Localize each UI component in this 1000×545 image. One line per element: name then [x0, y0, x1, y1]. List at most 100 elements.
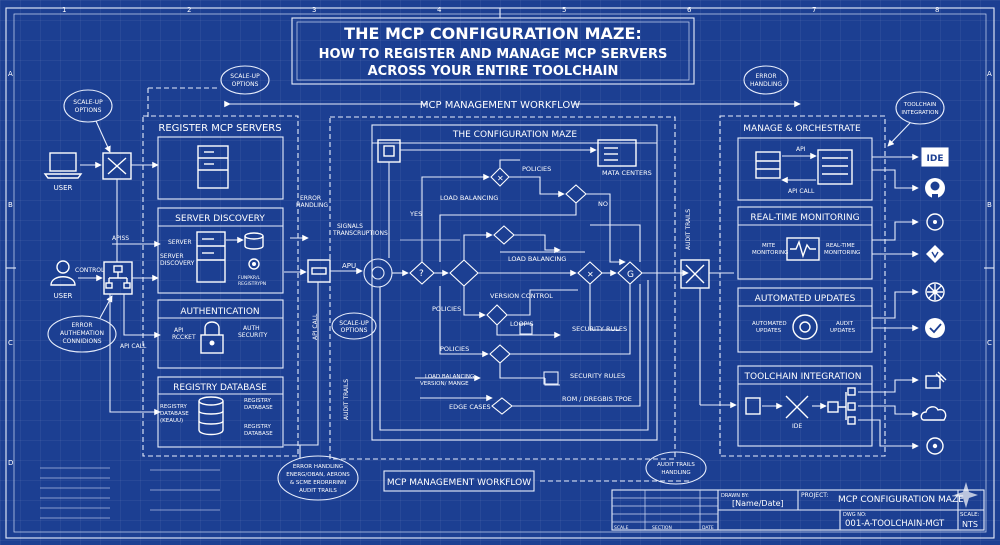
col-label: 7 [812, 6, 816, 14]
register-title: REGISTER MCP SERVERS [158, 123, 281, 134]
svg-text:UPDATES: UPDATES [756, 328, 782, 334]
svg-text:SCALE-UP: SCALE-UP [230, 73, 260, 80]
apu-label: APU [342, 262, 356, 270]
svg-text:YES: YES [409, 210, 422, 218]
workflow-label-bottom: MCP MANAGEMENT WORKFLOW [387, 478, 531, 488]
router-icon [307, 259, 331, 283]
svg-text:AUDIT: AUDIT [836, 321, 854, 327]
svg-text:?: ? [419, 269, 424, 279]
gear-icon [363, 258, 393, 288]
svg-text:TRANSCRUPTIONS: TRANSCRUPTIONS [332, 230, 388, 237]
svg-text:SECURITY RULES: SECURITY RULES [572, 325, 627, 333]
svg-text:DATABASE: DATABASE [244, 405, 273, 411]
svg-text:SECURITY: SECURITY [238, 332, 268, 339]
svg-text:SCALE-UP: SCALE-UP [339, 320, 369, 327]
title-block: SCALE SECTION DATE DRAWN BY: [Name/Date]… [611, 489, 985, 531]
svg-text:FUNPKR/L: FUNPKR/L [238, 275, 261, 281]
ide-icon: IDE [921, 147, 949, 167]
svg-text:IDE: IDE [792, 423, 802, 430]
svg-text:DATE: DATE [702, 525, 714, 531]
svg-text:ROM / DREGBIS TPOE: ROM / DREGBIS TPOE [562, 395, 632, 403]
decision-nodes [409, 167, 643, 415]
gear-icon [792, 314, 818, 340]
manage-title: MANAGE & ORCHESTRATE [743, 124, 861, 134]
discovery-title: SERVER DISCOVERY [175, 214, 265, 224]
svg-text:MITE: MITE [762, 243, 776, 249]
svg-text:SECURITY RULES: SECURITY RULES [570, 372, 625, 380]
svg-text:RCCKET: RCCKET [172, 334, 196, 341]
waveform-icon [786, 237, 820, 261]
svg-text:AUTHEMATION: AUTHEMATION [60, 330, 104, 337]
svg-text:API: API [174, 327, 184, 334]
updates-title: AUTOMATED UPDATES [755, 294, 856, 304]
audit-trails-bubble [645, 451, 707, 485]
tool-connectors [858, 153, 919, 450]
maze-title: THE CONFIGURATION MAZE [452, 130, 578, 140]
title-line-2: HOW TO REGISTER AND MANAGE MCP SERVERS [319, 47, 668, 62]
svg-text:REGISTRYPN: REGISTRYPN [238, 281, 266, 287]
svg-text:OPTIONS: OPTIONS [232, 81, 259, 88]
col-label: 3 [312, 6, 316, 14]
user-label-2: USER [54, 292, 73, 300]
col-label: 2 [187, 6, 191, 14]
list-panel-icon [817, 149, 853, 185]
svg-text:SIGNALS: SIGNALS [337, 223, 363, 230]
grid-row-labels: A B C D A B C [8, 70, 992, 467]
monitoring-title: REAL-TIME MONITORING [750, 213, 859, 223]
svg-text:MONITORING: MONITORING [824, 250, 860, 256]
sparkle-icon [954, 482, 978, 508]
tools-icon [102, 152, 132, 180]
svg-text:CONNIDIONS: CONNIDIONS [62, 338, 101, 345]
row-label: C [8, 339, 13, 347]
error-bubble-left [47, 315, 117, 353]
svg-text:MATA CENTERS: MATA CENTERS [602, 169, 652, 177]
gear-icon [248, 258, 260, 270]
svg-text:SERVER: SERVER [160, 253, 184, 260]
server-icon [755, 151, 781, 179]
project-value: MCP CONFIGURATION MAZE [838, 495, 964, 505]
svg-text:IDE: IDE [927, 154, 944, 164]
svg-text:✕: ✕ [497, 174, 504, 183]
api-call-vertical: API CALL [312, 313, 319, 340]
svg-text:LOAD BALANCING: LOAD BALANCING [508, 255, 566, 263]
svg-text:POLICIES: POLICIES [432, 305, 461, 313]
svg-text:OPTIONS: OPTIONS [75, 107, 102, 114]
svg-text:OPTIONS: OPTIONS [341, 327, 368, 334]
svg-text:AUDIT TRAILS: AUDIT TRAILS [685, 209, 692, 250]
user-label-1: USER [54, 184, 73, 192]
svg-text:INTEGRATION: INTEGRATION [901, 110, 938, 116]
workflow-banner-top: MCP MANAGEMENT WORKFLOW [224, 100, 801, 111]
svg-text:AUTH: AUTH [243, 325, 260, 332]
svg-text:SCALE-UP: SCALE-UP [73, 99, 103, 106]
error-handling-bottom-bubble [277, 455, 359, 501]
svg-text:ERROR: ERROR [755, 73, 776, 80]
row-label: C [987, 339, 992, 347]
svg-text:API CALL: API CALL [788, 188, 815, 195]
workflow-banner-bottom: MCP MANAGEMENT WORKFLOW [383, 470, 690, 492]
hierarchy-icon [103, 261, 133, 295]
col-label: 1 [62, 6, 66, 14]
svg-text:ERROR: ERROR [71, 322, 92, 329]
api-call-left: API CALL [120, 343, 147, 350]
svg-text:LOAD BALANCING: LOAD BALANCING [425, 374, 474, 380]
tools-icon [785, 395, 809, 419]
svg-text:REGISTRY: REGISTRY [244, 424, 272, 430]
svg-text:AUTOMATED: AUTOMATED [752, 321, 787, 327]
database-icon [198, 396, 224, 436]
ci-icon [925, 318, 945, 338]
svg-text:DATABASE: DATABASE [160, 411, 189, 417]
svg-text:POLICIES: POLICIES [522, 165, 551, 173]
svg-text:TOOLCHAIN: TOOLCHAIN [903, 102, 937, 108]
auth-title: AUTHENTICATION [180, 307, 259, 317]
kubernetes-icon [926, 437, 944, 455]
svg-text:SERVER: SERVER [168, 239, 192, 246]
scale-value: NTS [962, 520, 978, 529]
svg-text:VERSION CONTROL: VERSION CONTROL [490, 292, 553, 300]
col-label: 6 [687, 6, 692, 14]
register-panel: REGISTER MCP SERVERS SERVER DISCOVERY SE… [142, 115, 299, 457]
data-center-icon [597, 139, 637, 167]
svg-text:UPDATES: UPDATES [830, 328, 856, 334]
svg-text:LOAD BALANCING: LOAD BALANCING [440, 194, 498, 202]
pen-icon [925, 371, 947, 389]
